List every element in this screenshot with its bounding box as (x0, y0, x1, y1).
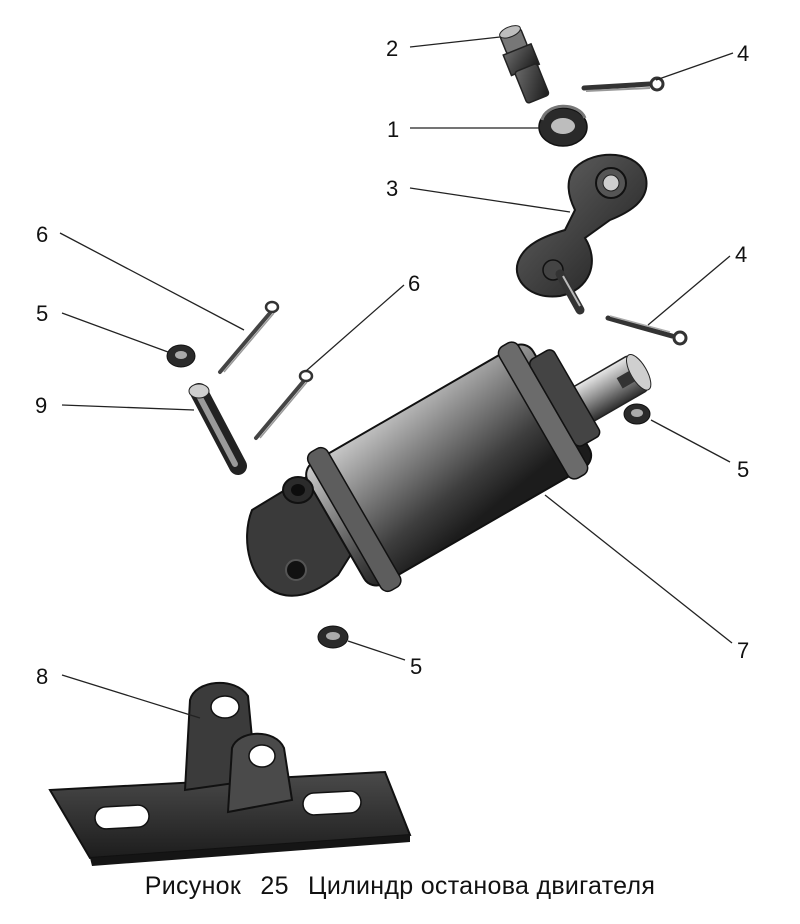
leader-lines (59, 36, 734, 719)
callout-6-right: 6 (408, 271, 420, 296)
callout-labels: 2 4 1 3 4 6 6 5 9 5 5 7 8 (35, 36, 749, 689)
part-5-washer-bottom (317, 625, 349, 649)
part-6-cotter-pin-left (218, 300, 280, 374)
part-9-pin (188, 383, 247, 475)
part-4-cotter-pin-top (581, 76, 665, 92)
part-6-cotter-pin-right (254, 369, 314, 440)
callout-5-right: 5 (737, 457, 749, 482)
callout-3: 3 (386, 176, 398, 201)
figure-caption: Рисунок 25 Цилиндр останова двигателя (0, 872, 800, 901)
part-1-washer (538, 104, 588, 147)
callout-4-top: 4 (737, 41, 749, 66)
part-8-bracket (48, 682, 412, 866)
part-5-washer-left (166, 344, 196, 368)
part-7-cylinder (246, 341, 652, 597)
part-2-fitting (499, 25, 550, 104)
part-4-cotter-pin-right (605, 315, 688, 346)
callout-5-bottom: 5 (410, 654, 422, 679)
caption-word: Рисунок (144, 872, 242, 900)
callout-8: 8 (36, 664, 48, 689)
callout-5-left: 5 (36, 301, 48, 326)
caption-title: Цилиндр останова двигателя (308, 872, 656, 900)
callout-4-right: 4 (735, 242, 747, 267)
callout-9: 9 (35, 393, 47, 418)
callout-7: 7 (737, 638, 749, 663)
callout-6-left: 6 (36, 222, 48, 247)
caption-number: 25 (260, 872, 289, 900)
callout-2: 2 (386, 36, 398, 61)
part-3-lever (515, 153, 648, 315)
callout-1: 1 (387, 117, 399, 142)
part-5-washer-right (623, 403, 651, 425)
